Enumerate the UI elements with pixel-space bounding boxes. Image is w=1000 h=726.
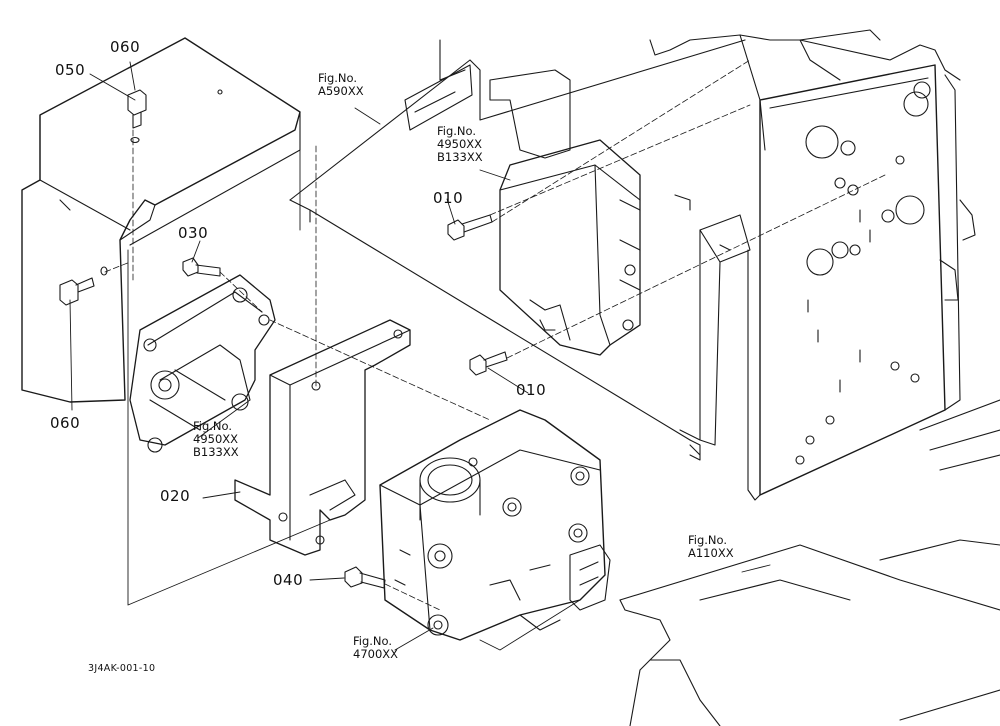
part-label-030: 030 xyxy=(178,224,209,242)
bolt-040 xyxy=(344,566,386,589)
bracket-020 xyxy=(234,319,411,556)
part-label-060-top: 060 xyxy=(110,38,141,56)
figure-ref-4950-top: Fig.No. 4950XX B133XX xyxy=(437,125,483,164)
figure-ref-line: Fig.No. xyxy=(688,533,728,547)
figure-ref-line: 4950XX xyxy=(193,432,239,446)
figure-ref-4950-left: Fig.No. 4950XX B133XX xyxy=(193,420,239,459)
part-label-050: 050 xyxy=(55,61,86,79)
part-label-060-side: 060 xyxy=(50,414,81,432)
chassis-frame xyxy=(439,29,1000,561)
bolt-060-side xyxy=(59,266,108,306)
figure-ref-line: Fig.No. xyxy=(318,71,358,85)
figure-ref-4700: Fig.No. 4700XX xyxy=(353,635,398,661)
lower-panel xyxy=(619,544,1000,726)
figure-ref-line: Fig.No. xyxy=(353,634,393,648)
figure-ref-line: 4950XX xyxy=(437,137,483,151)
figure-ref-line: B133XX xyxy=(437,150,483,164)
base-plate xyxy=(129,274,276,453)
figure-ref-line: A110XX xyxy=(688,546,734,560)
figure-ref-line: B133XX xyxy=(193,445,239,459)
cover-panel xyxy=(21,37,301,403)
figure-ref-line: 4700XX xyxy=(353,647,399,661)
boundary-lines xyxy=(127,149,581,651)
main-unit xyxy=(379,409,611,641)
mounting-plate xyxy=(289,39,746,461)
bolt-060-top xyxy=(127,89,147,144)
figure-ref-line: Fig.No. xyxy=(193,419,233,433)
figure-ref-line: Fig.No. xyxy=(437,124,477,138)
part-label-010-lower: 010 xyxy=(516,381,547,399)
part-label-010-upper: 010 xyxy=(433,189,464,207)
figure-ref-line: A590XX xyxy=(318,84,364,98)
drawing-code: 3J4AK-001-10 xyxy=(88,663,156,674)
bolt-030 xyxy=(182,257,221,277)
bolt-010-lower xyxy=(469,351,508,376)
figure-ref-a590: Fig.No. A590XX xyxy=(318,72,364,98)
assembly-lines xyxy=(104,59,886,611)
bolt-010-upper xyxy=(447,214,493,241)
part-label-020: 020 xyxy=(160,487,191,505)
figure-ref-a110: Fig.No. A110XX xyxy=(688,534,734,560)
part-label-040: 040 xyxy=(273,571,304,589)
controller-unit-top xyxy=(489,69,731,356)
leader-lines xyxy=(69,61,771,651)
